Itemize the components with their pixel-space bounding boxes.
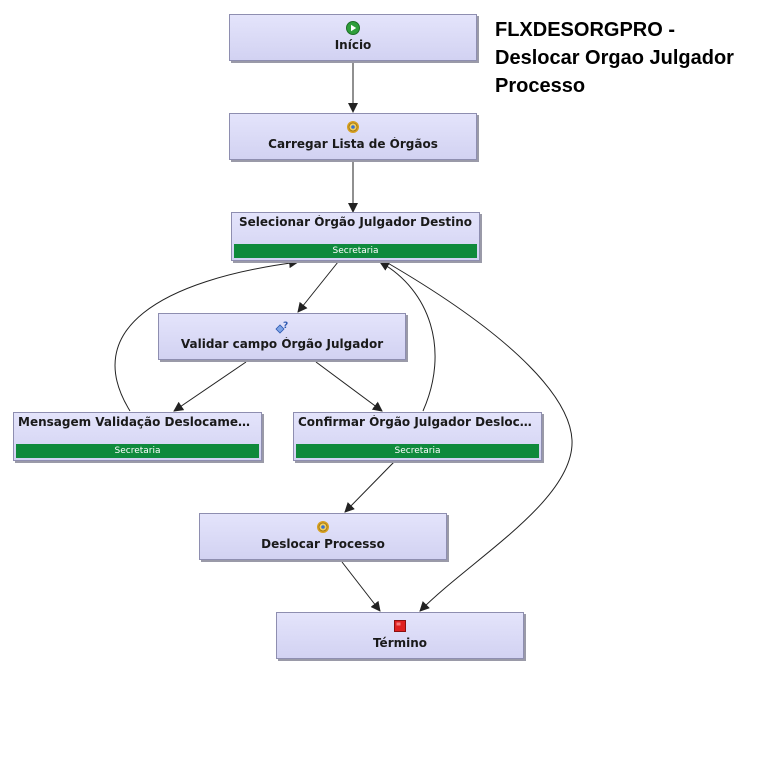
decision-icon: ? bbox=[275, 321, 288, 334]
node-selecionar[interactable]: Selecionar Órgão Julgador Destino Secret… bbox=[231, 212, 480, 261]
node-confirmar[interactable]: Confirmar Órgão Julgador Desloca... Secr… bbox=[293, 412, 542, 461]
node-selecionar-label: Selecionar Órgão Julgador Destino bbox=[238, 215, 473, 229]
gear-icon bbox=[347, 121, 359, 133]
node-validar-label: Validar campo Órgão Julgador bbox=[180, 337, 384, 351]
lane-badge-selecionar: Secretaria bbox=[234, 244, 477, 258]
node-termino-label: Término bbox=[372, 636, 428, 650]
node-confirmar-label: Confirmar Órgão Julgador Desloca... bbox=[298, 415, 541, 429]
edge-validar-mensagem bbox=[173, 361, 247, 412]
node-mensagem-label: Mensagem Validação Deslocamento bbox=[18, 415, 261, 429]
edge-confirmar-selecionar bbox=[379, 261, 436, 412]
node-termino[interactable]: Término bbox=[276, 612, 524, 659]
edge-selecionar-termino bbox=[385, 261, 573, 612]
node-deslocar[interactable]: Deslocar Processo bbox=[199, 513, 447, 560]
node-carregar[interactable]: Carregar Lista de Órgãos bbox=[229, 113, 477, 160]
node-carregar-label: Carregar Lista de Órgãos bbox=[268, 137, 438, 151]
title-line-2: Deslocar Orgao Julgador bbox=[495, 47, 734, 69]
edge-mensagem-selecionar bbox=[114, 258, 299, 412]
node-inicio-label: Início bbox=[334, 38, 372, 52]
diagram-title: FLXDESORGPRO - Deslocar Orgao Julgador P… bbox=[495, 16, 765, 100]
title-line-1: FLXDESORGPRO - bbox=[495, 19, 676, 41]
node-validar[interactable]: ? Validar campo Órgão Julgador bbox=[158, 313, 406, 360]
node-mensagem[interactable]: Mensagem Validação Deslocamento Secretar… bbox=[13, 412, 262, 461]
lane-badge-confirmar: Secretaria bbox=[296, 444, 539, 458]
stop-icon bbox=[394, 620, 406, 632]
edge-validar-confirmar bbox=[315, 361, 383, 412]
play-icon bbox=[346, 21, 360, 35]
node-deslocar-label: Deslocar Processo bbox=[261, 537, 385, 551]
svg-text:?: ? bbox=[283, 321, 288, 331]
edge-deslocar-termino bbox=[341, 561, 381, 612]
gear-icon bbox=[317, 521, 329, 533]
title-line-3: Processo bbox=[495, 75, 586, 97]
edge-selecionar-validar bbox=[297, 261, 339, 313]
lane-badge-mensagem: Secretaria bbox=[16, 444, 259, 458]
edge-confirmar-deslocar bbox=[344, 461, 395, 513]
node-inicio[interactable]: Início bbox=[229, 14, 477, 61]
